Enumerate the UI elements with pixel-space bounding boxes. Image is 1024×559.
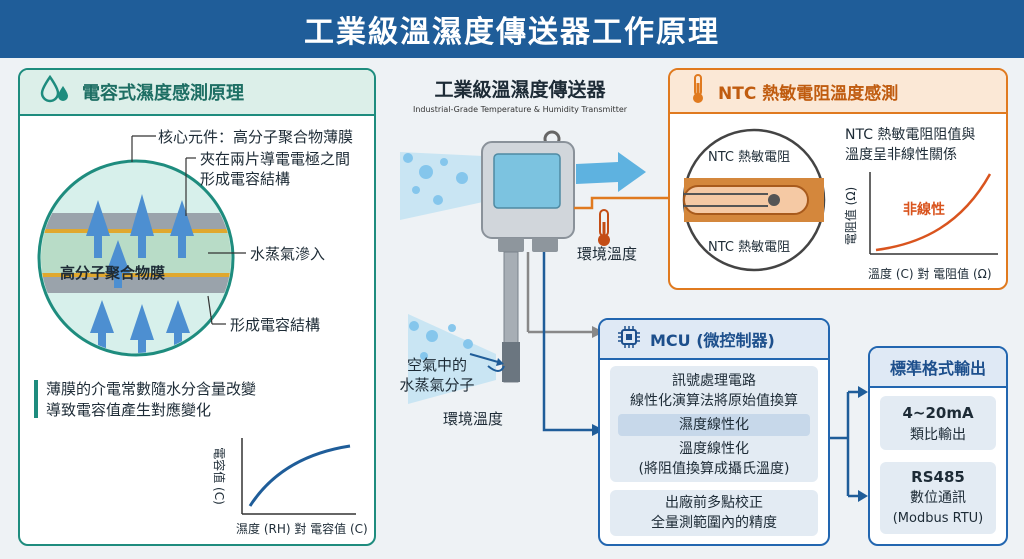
- analog-output-box: [880, 396, 996, 450]
- ntc-header: NTC 熱敏電阻溫度感測: [670, 70, 1006, 114]
- output-header: 標準格式輸出: [870, 348, 1006, 388]
- mcu-title: MCU (微控制器): [650, 331, 775, 350]
- digital-output-box: [880, 462, 996, 534]
- capacitive-title: 電容式濕度感測原理: [82, 83, 244, 104]
- device-env-temp: 環境溫度: [577, 245, 638, 263]
- vapor-seep-label: 水蒸氣滲入: [250, 245, 326, 263]
- calib-1: 出廠前多點校正: [665, 495, 763, 511]
- ntc-nonlinear-label: 非線性: [903, 202, 945, 218]
- mcu-header: MCU (微控制器): [600, 320, 828, 360]
- electrode-label-2: 形成電容結構: [200, 170, 291, 188]
- temp-lin-1: 溫度線性化: [679, 441, 749, 457]
- thermometer-icon: [688, 73, 708, 110]
- water-drop-icon: [38, 74, 72, 111]
- calib-2: 全量測範圍內的精度: [651, 515, 777, 531]
- humidity-lin-box: [618, 414, 810, 436]
- digital-2: 數位通訊: [910, 490, 966, 506]
- ntc-diagram: [682, 128, 826, 272]
- capacitance-curve: [248, 444, 351, 507]
- ntc-resistor-label-bottom: NTC 熱敏電阻: [708, 240, 791, 255]
- capacitance-graph-ylabel: 電容值 (C): [211, 447, 226, 505]
- analog-2: 類比輸出: [910, 427, 966, 443]
- ntc-desc-2: 溫度呈非線性關係: [845, 147, 957, 163]
- ntc-graph-xlabel: 溫度 (C) 對 電阻值 (Ω): [868, 267, 992, 281]
- core-element-label: 核心元件：高分子聚合物薄膜: [158, 128, 354, 146]
- ntc-curve: [875, 173, 992, 252]
- air-vapor-label-2: 水蒸氣分子: [399, 376, 475, 394]
- capacitance-graph: [241, 438, 356, 515]
- device-env-temp-2: 環境溫度: [443, 410, 504, 428]
- note-bar: [34, 380, 38, 418]
- mcu-calibration-box: [610, 490, 818, 536]
- humidity-lin-label: 濕度線性化: [679, 417, 749, 433]
- capacitive-header: 電容式濕度感測原理: [20, 70, 374, 116]
- title-bar: 工業級溫濕度傳送器工作原理: [0, 0, 1024, 58]
- digital-1: RS485: [911, 468, 965, 486]
- air-vapor-label-1: 空氣中的: [406, 356, 467, 374]
- capacitor-structure-label: 形成電容結構: [230, 316, 321, 334]
- note-line-1: 薄膜的介電常數隨水分含量改變: [46, 380, 257, 398]
- capacitor-diagram: [37, 135, 246, 357]
- mcu-output-arrows: [830, 386, 868, 502]
- polymer-label: 高分子聚合物膜: [60, 264, 166, 282]
- device-subtitle: Industrial-Grade Temperature & Humidity …: [412, 105, 628, 114]
- ntc-resistor-label-top: NTC 熱敏電阻: [708, 150, 791, 165]
- note-line-2: 導致電容值產生對應變化: [46, 401, 212, 419]
- output-title: 標準格式輸出: [889, 359, 986, 378]
- mcu-proc-1: 訊號處理電路: [672, 373, 756, 389]
- temp-lin-2: (將阻值換算成攝氏溫度): [638, 461, 790, 477]
- electrode-label-1: 夾在兩片導電電極之間: [200, 150, 351, 168]
- chip-icon: [618, 326, 640, 352]
- digital-3: (Modbus RTU): [892, 511, 984, 526]
- device-title: 工業級溫濕度傳送器: [434, 79, 606, 101]
- ntc-title: NTC 熱敏電阻溫度感測: [718, 83, 899, 104]
- analog-1: 4~20mA: [902, 404, 974, 422]
- main-title: 工業級溫濕度傳送器工作原理: [304, 15, 720, 50]
- ntc-graph: [869, 172, 998, 255]
- ntc-desc-1: NTC 熱敏電阻阻值與: [845, 127, 976, 143]
- mcu-proc-2: 線性化演算法將原始值換算: [630, 393, 798, 409]
- capacitance-graph-xlabel: 濕度 (RH) 對 電容值 (C): [236, 522, 368, 536]
- ntc-graph-ylabel: 電阻值 (Ω): [844, 186, 859, 246]
- device-illustration: [400, 130, 668, 436]
